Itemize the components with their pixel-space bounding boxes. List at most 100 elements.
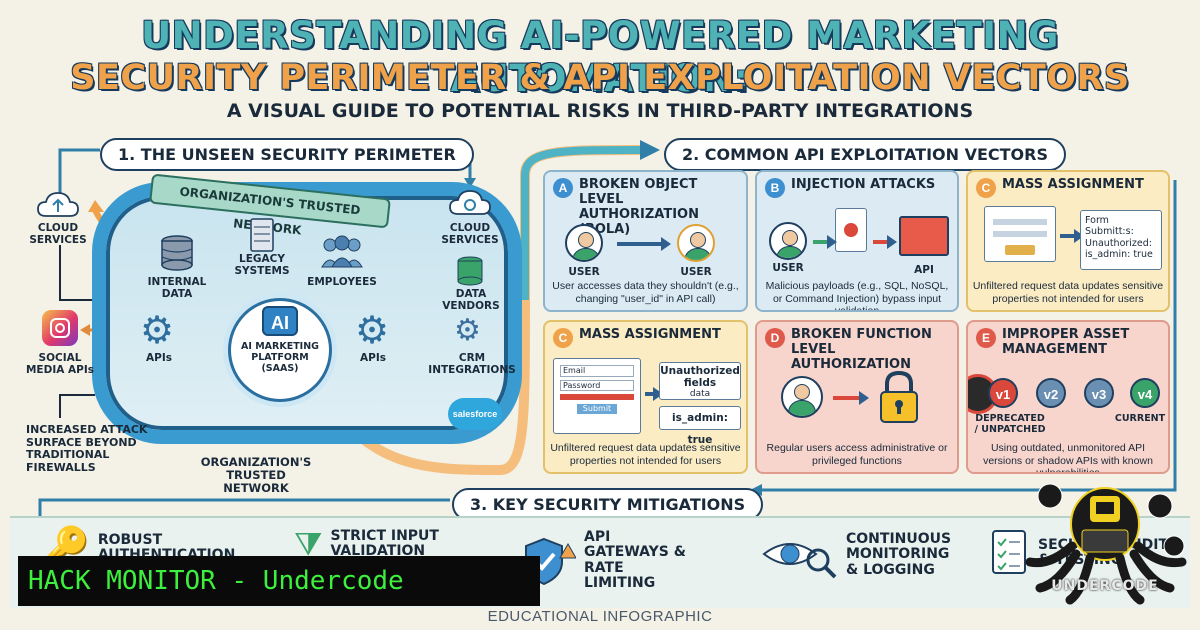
user-avatar bbox=[769, 222, 807, 260]
is-admin-label: is_admin: true bbox=[672, 412, 728, 446]
version-badge: v1 bbox=[988, 378, 1018, 408]
card-badge: B bbox=[765, 178, 785, 198]
cloud-icon bbox=[37, 192, 79, 217]
card-title: MASS ASSIGNMENT bbox=[579, 327, 721, 342]
version-badge: v2 bbox=[1036, 378, 1066, 408]
form-line: Unauthorized: bbox=[1085, 237, 1152, 249]
ai-platform-circle bbox=[228, 298, 332, 402]
arrow-right-icon bbox=[873, 235, 897, 249]
legacy-systems-label: LEGACY SYSTEMS bbox=[234, 253, 290, 278]
form-window-icon: Email Password Submit bbox=[553, 358, 641, 434]
user-label: USER bbox=[772, 262, 804, 274]
attack-surface-label: INCREASED ATTACK SURFACE BEYOND TRADITIO… bbox=[26, 423, 148, 474]
user-label: USER bbox=[568, 266, 600, 278]
card-title: BROKEN FUNCTION LEVEL AUTHORIZATION bbox=[791, 327, 932, 372]
card-description: Using outdated, unmonitored API versions… bbox=[983, 442, 1153, 474]
user-avatar bbox=[781, 376, 823, 418]
version-badge: v4 bbox=[1130, 378, 1160, 408]
form-field: Email bbox=[560, 365, 634, 377]
vector-card-asset-management: E IMPROPER ASSET MANAGEMENT v1 v2 v3 v4 … bbox=[966, 320, 1170, 474]
mitigation-label: CONTINUOUS MONITORING & LOGGING bbox=[846, 530, 952, 578]
lock-icon bbox=[880, 370, 918, 423]
database-icon bbox=[161, 235, 193, 271]
vector-card-mass-assignment-2: C MASS ASSIGNMENT Email Password Submit … bbox=[543, 320, 748, 474]
employees-label: EMPLOYEES bbox=[307, 276, 377, 288]
arrow-right-icon bbox=[833, 391, 869, 405]
filter-icon: ⧩ bbox=[294, 526, 323, 562]
card-title: IMPROPER ASSET MANAGEMENT bbox=[1002, 327, 1130, 357]
arrow-right-icon bbox=[813, 235, 837, 249]
card-title: INJECTION ATTACKS bbox=[791, 177, 936, 192]
form-submit: Submit bbox=[577, 404, 617, 414]
version-badge: v3 bbox=[1084, 378, 1114, 408]
undercode-logo-text: UNDERCODE bbox=[1051, 578, 1159, 594]
api-label: API bbox=[914, 264, 934, 276]
mitigation-monitoring: CONTINUOUS MONITORING & LOGGING bbox=[760, 530, 956, 580]
social-media-label: SOCIAL MEDIA APIs bbox=[25, 352, 94, 377]
form-field: Password bbox=[560, 379, 634, 392]
section3-heading: 3. KEY SECURITY MITIGATIONS bbox=[452, 488, 764, 521]
card-description: User accesses data they shouldn't (e.g.,… bbox=[552, 280, 739, 305]
subtitle: A VISUAL GUIDE TO POTENTIAL RISKS IN THI… bbox=[226, 100, 974, 122]
server-icon bbox=[250, 218, 274, 252]
checklist-icon bbox=[992, 530, 1026, 574]
gear-icon: ⚙ bbox=[140, 310, 175, 352]
user-avatar bbox=[677, 224, 715, 262]
mitigation-api-gateway: API GATEWAYS & RATE LIMITING bbox=[522, 529, 694, 592]
data-label: data bbox=[689, 389, 711, 400]
mitigation-label: API GATEWAYS & RATE LIMITING bbox=[584, 529, 686, 592]
user-label: USER bbox=[680, 266, 712, 278]
instagram-icon bbox=[42, 310, 78, 346]
vector-card-bfla: D BROKEN FUNCTION LEVEL AUTHORIZATION Re… bbox=[755, 320, 959, 474]
eye-magnifier-icon bbox=[762, 543, 837, 579]
form-line: Submitt:s: bbox=[1085, 226, 1134, 238]
ai-chip-icon: AI bbox=[262, 306, 298, 336]
form-payload-box: Form Submitt:s: Unauthorized: is_admin: … bbox=[1080, 210, 1162, 270]
vector-card-bola: A BROKEN OBJECT LEVEL AUTHORIZATION (BOL… bbox=[543, 170, 748, 312]
cloud-services-right-label: CLOUD SERVICES bbox=[441, 222, 499, 247]
mitigation-input-validation: ⧩ STRICT INPUT VALIDATION bbox=[294, 528, 461, 560]
data-vendors-label: DATA VENDORS bbox=[442, 288, 500, 313]
vector-card-mass-assignment: C MASS ASSIGNMENT Form Submitt:s: Unauth… bbox=[966, 170, 1170, 312]
card-description: Regular users access administrative or p… bbox=[766, 442, 948, 467]
unauthorized-label: Unauthorized fields bbox=[660, 365, 740, 390]
section2-heading: 2. COMMON API EXPLOITATION VECTORS bbox=[664, 138, 1066, 171]
cloud-icon bbox=[449, 190, 491, 215]
cloud-services-left-label: CLOUD SERVICES bbox=[29, 222, 87, 247]
arrow-right-icon bbox=[617, 237, 671, 251]
card-badge: C bbox=[553, 328, 573, 348]
internal-data-label: INTERNAL DATA bbox=[147, 276, 207, 301]
section1-heading: 1. THE UNSEEN SECURITY PERIMETER bbox=[100, 138, 474, 171]
title-line-2: SECURITY PERIMETER & API EXPLOITATION VE… bbox=[70, 58, 1130, 98]
employees-icon bbox=[321, 235, 363, 268]
unauthorized-box: Unauthorized fields data bbox=[659, 362, 741, 400]
arrow-right-icon bbox=[1060, 229, 1084, 243]
salesforce-logo: salesforce bbox=[448, 398, 502, 430]
card-badge: E bbox=[976, 328, 996, 348]
database-icon bbox=[457, 256, 483, 286]
trusted-network-label: ORGANIZATION'S TRUSTED NETWORK bbox=[200, 455, 312, 496]
vector-card-injection: B INJECTION ATTACKS USER API Malicious p… bbox=[755, 170, 959, 312]
gear-icon: ⚙ bbox=[355, 310, 390, 352]
apis-left-label: APIs bbox=[146, 352, 172, 364]
form-line: Form bbox=[1085, 215, 1109, 226]
gears-icon: ⚙ bbox=[454, 314, 481, 347]
hack-monitor-banner: HACK MONITOR - Undercode bbox=[18, 556, 540, 606]
form-window-icon bbox=[984, 206, 1056, 262]
current-label: CURRENT bbox=[1114, 413, 1166, 424]
mitigation-label: STRICT INPUT VALIDATION bbox=[330, 527, 439, 559]
api-window-icon bbox=[899, 216, 949, 256]
deprecated-label: DEPRECATED / UNPATCHED bbox=[974, 413, 1046, 435]
ai-platform-label: AI MARKETING PLATFORM (SAAS) bbox=[241, 341, 319, 374]
crm-label: CRM INTEGRATIONS bbox=[428, 352, 516, 377]
card-description: Unfiltered request data updates sensitiv… bbox=[972, 280, 1164, 305]
title-line-1: UNDERSTANDING AI-POWERED MARKETING AUTOM… bbox=[141, 14, 1059, 100]
card-title: BROKEN OBJECT LEVEL AUTHORIZATION (BOLA) bbox=[579, 177, 699, 237]
payload-document-icon bbox=[835, 208, 867, 252]
footer-label: EDUCATIONAL INFOGRAPHIC bbox=[487, 608, 713, 625]
is-admin-box: is_admin: true bbox=[659, 406, 741, 446]
form-line: is_admin: true bbox=[1085, 249, 1153, 261]
undercode-octopus-logo bbox=[1025, 483, 1187, 605]
card-description: Malicious payloads (e.g., SQL, NoSQL, or… bbox=[765, 280, 949, 312]
user-avatar bbox=[565, 224, 603, 262]
